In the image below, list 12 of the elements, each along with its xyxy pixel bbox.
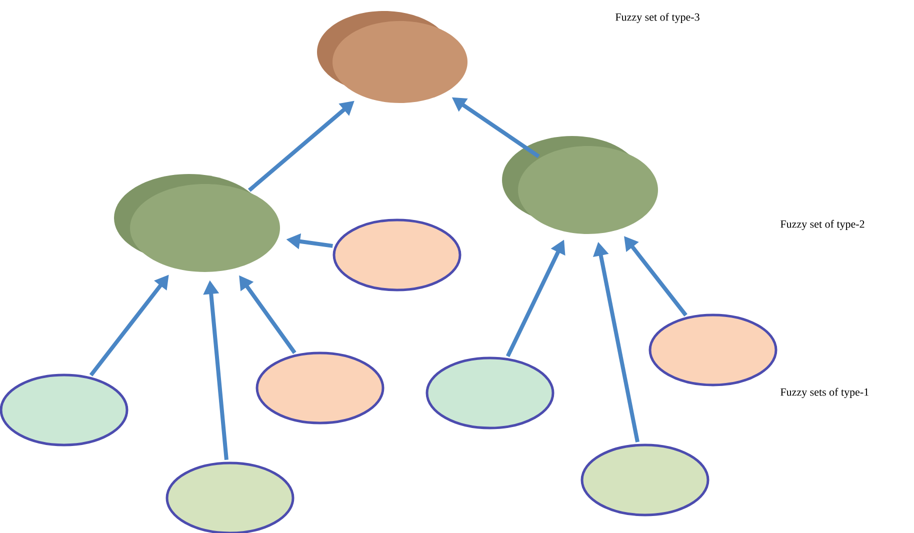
label: Fuzzy sets of type-1 [780,388,868,398]
disc-shape [502,136,658,234]
ellipse-shape [580,444,710,516]
disc-shape [114,174,280,272]
ellipse-shape [648,314,778,386]
disc-shape [317,11,468,103]
ellipse-shape [256,352,384,424]
ellipse-shape [166,462,294,533]
ellipse-shape [426,356,554,430]
label: Fuzzy set of type-2 [780,220,864,230]
ellipse-shape [332,218,462,292]
label: Fuzzy set of type-3 [616,12,700,24]
